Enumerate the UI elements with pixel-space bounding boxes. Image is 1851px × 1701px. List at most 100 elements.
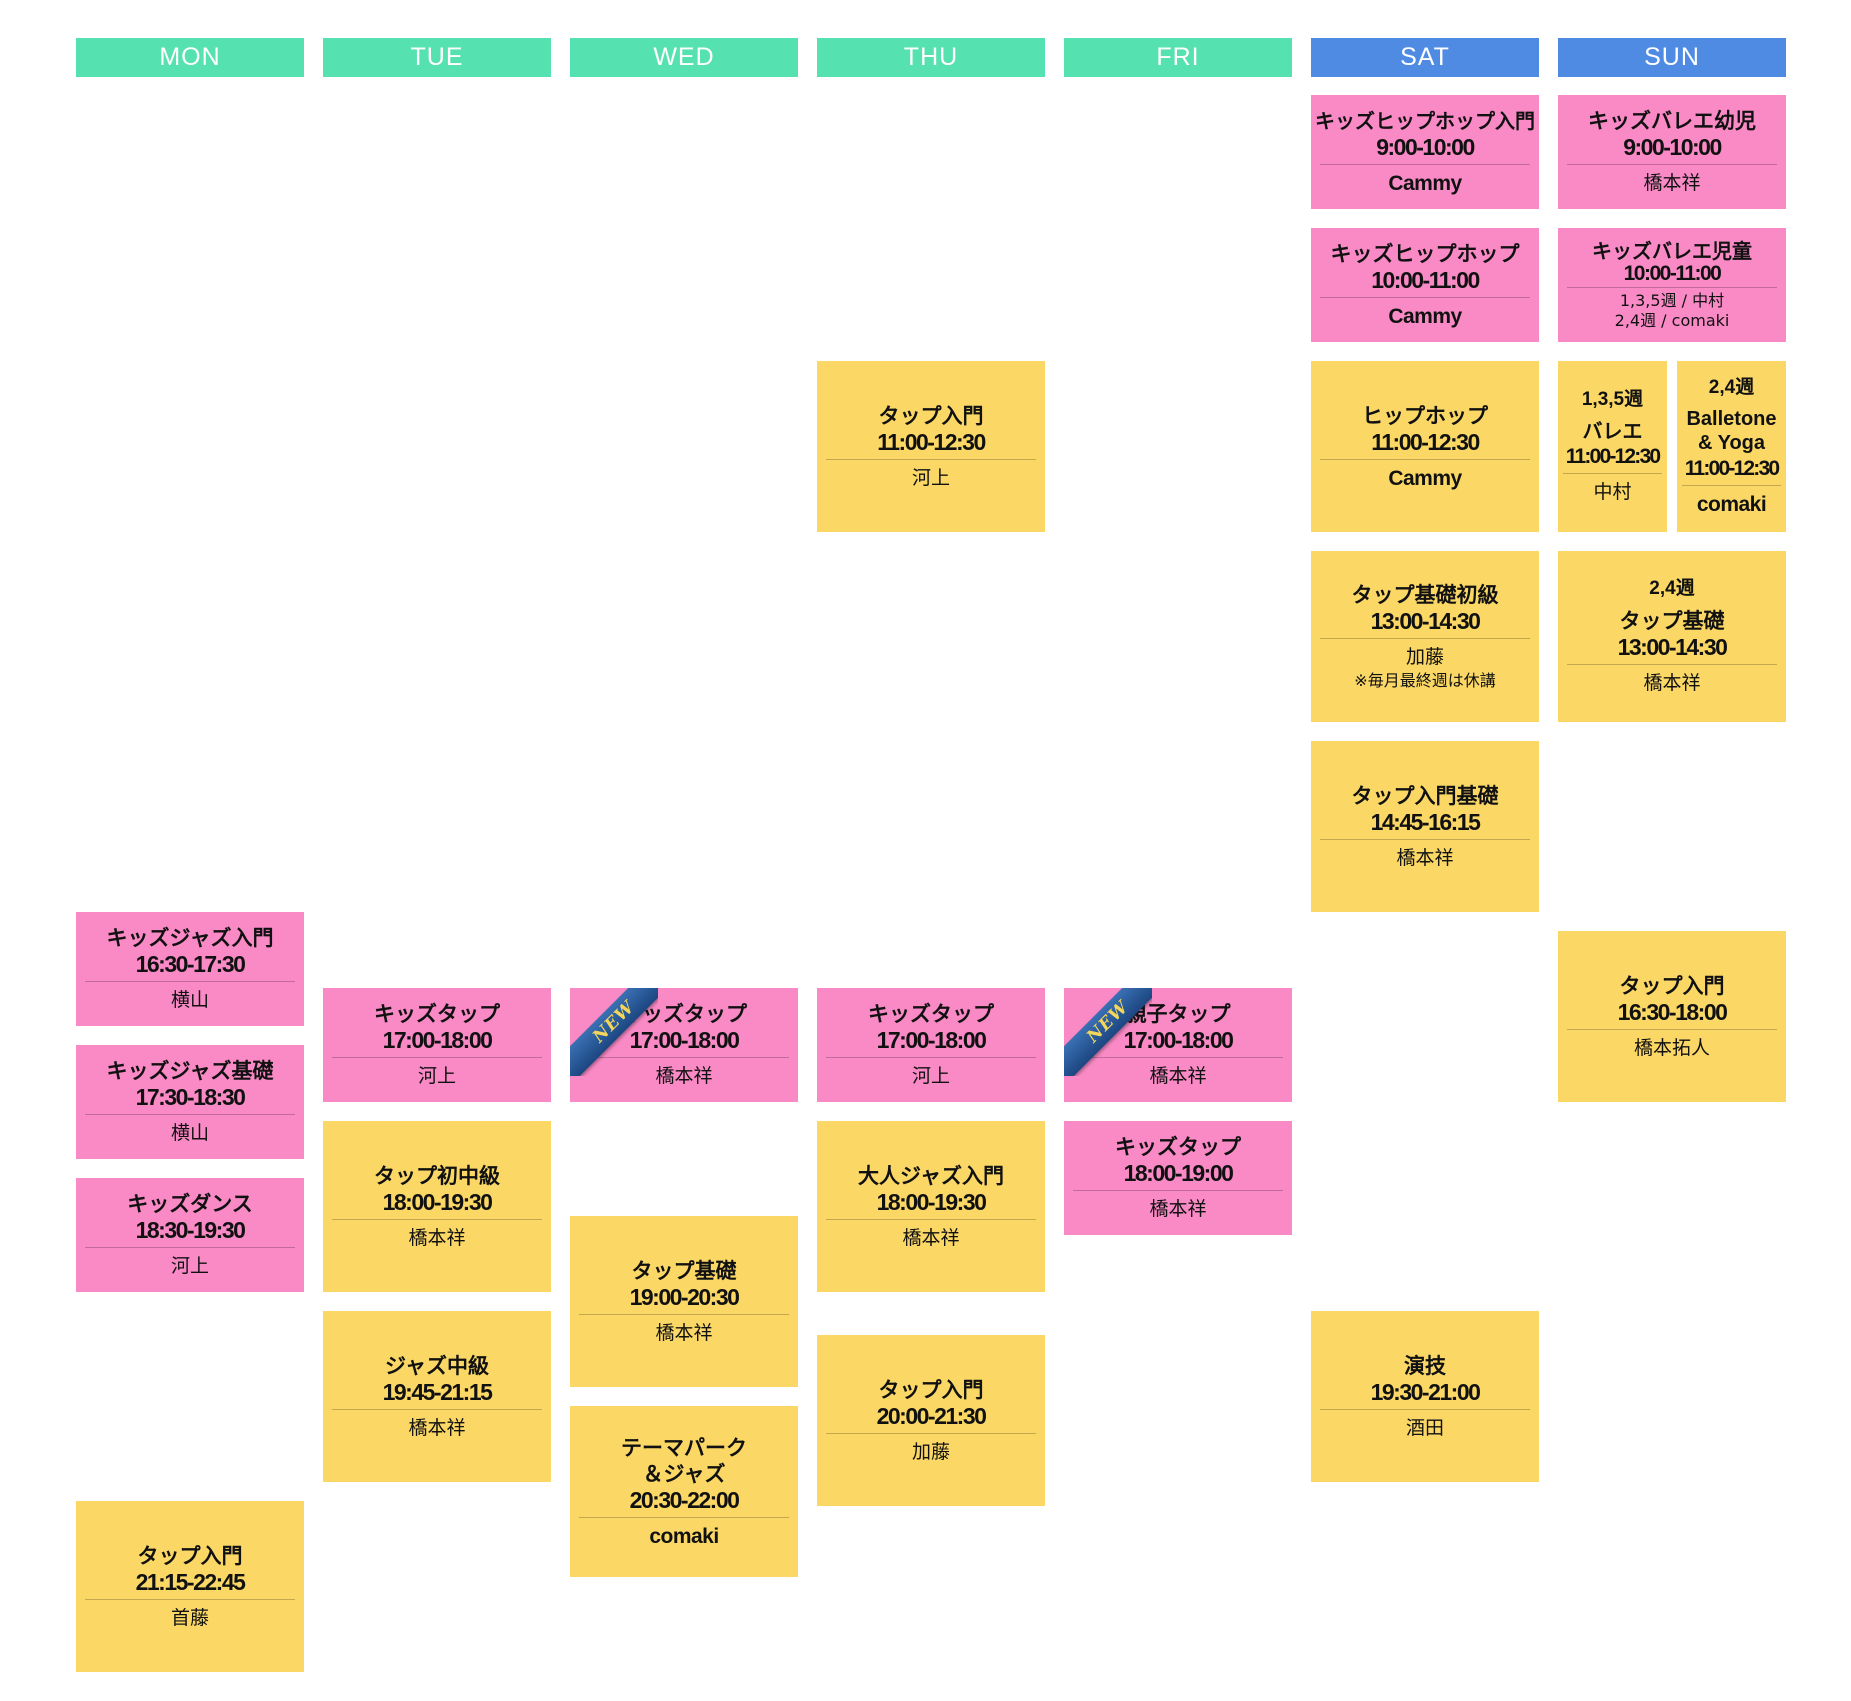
class-title: キッズバレエ児童 [1592,238,1752,263]
class-title: テーマパーク [621,1435,747,1460]
class-week: 1,3,5週 [1581,388,1644,410]
class-title: ヒップホップ [1362,403,1488,428]
class-instructor: 橋本祥 [1149,1198,1207,1220]
day-header-wed: WED [570,38,798,77]
class-title: 親子タップ [1125,1002,1231,1026]
class-instructor: 中村 [1593,480,1632,503]
divider [332,1218,542,1220]
divider [1563,472,1662,474]
class-instructor: 橋本祥 [408,1416,466,1439]
class-time: 17:00-18:00 [382,1027,493,1053]
class-note: ※毎月最終週は休講 [1354,671,1496,690]
divider [1682,484,1781,486]
class-instructor-note: 2,4週 / comaki [1614,310,1730,330]
divider [1567,164,1777,165]
divider [579,1057,789,1058]
class-time: 17:00-18:00 [1123,1027,1234,1053]
class-instructor: 河上 [911,466,950,489]
class-instructor: 加藤 [1405,646,1444,668]
class-time: 11:00-12:30 [1371,428,1480,455]
class-title: タップ初中級 [374,1163,500,1188]
class-time: 13:00-14:30 [1370,608,1481,634]
class-title: Balletone [1686,407,1777,430]
class-instructor: 加藤 [911,1440,950,1463]
class-time: 17:00-18:00 [876,1027,987,1053]
day-header-sun: SUN [1558,38,1786,77]
day-header-tue: TUE [323,38,551,77]
class-time: 9:00-10:00 [1623,134,1722,160]
class-title: タップ入門基礎 [1351,783,1499,808]
class-time: 20:30-22:00 [629,1486,740,1513]
divider [579,1516,789,1518]
class-title-line2: ＆ジャズ [642,1461,726,1486]
class-time: 19:45-21:15 [382,1378,493,1405]
divider [85,1598,295,1600]
class-title: タップ基礎 [631,1258,737,1283]
class-title: キッズタップ [1115,1135,1241,1159]
class-instructor: 橋本拓人 [1633,1036,1710,1059]
class-instructor: 橋本祥 [902,1226,960,1249]
class-title: タップ入門 [878,1377,984,1402]
divider [1320,297,1530,298]
class-time: 17:00-18:00 [629,1027,740,1053]
class-instructor: Cammy [1388,466,1462,490]
day-header-sat: SAT [1311,38,1539,77]
class-instructor: 橋本祥 [1396,846,1454,869]
class-title: キッズジャズ入門 [106,926,274,950]
class-title: キッズダンス [127,1192,253,1216]
class-instructor: 河上 [170,1255,209,1277]
class-instructor: 橋本祥 [1149,1065,1207,1087]
class-time: 21:15-22:45 [135,1568,246,1595]
class-title: タップ基礎初級 [1351,583,1499,607]
class-instructor: 酒田 [1405,1416,1444,1439]
class-time: 18:30-19:30 [135,1217,246,1243]
divider [332,1057,542,1058]
day-header-thu: THU [817,38,1045,77]
class-instructor: comaki [1696,492,1767,516]
divider [579,1313,789,1315]
class-instructor: Cammy [1388,305,1462,328]
class-instructor: 橋本祥 [655,1321,713,1344]
class-title: バレエ [1582,418,1643,443]
class-time: 13:00-14:30 [1617,633,1728,660]
class-instructor: 横山 [170,989,209,1011]
class-instructor: 橋本祥 [655,1065,713,1087]
class-title: タップ入門 [137,1543,243,1568]
class-time: 11:00-12:30 [877,428,986,455]
class-instructor: 河上 [417,1065,456,1087]
class-week: 2,4週 [1649,577,1695,599]
class-title: キッズタップ [621,1002,747,1026]
divider [85,1247,295,1248]
divider [1073,1057,1283,1058]
divider [332,1408,542,1410]
class-instructor: comaki [649,1524,719,1548]
